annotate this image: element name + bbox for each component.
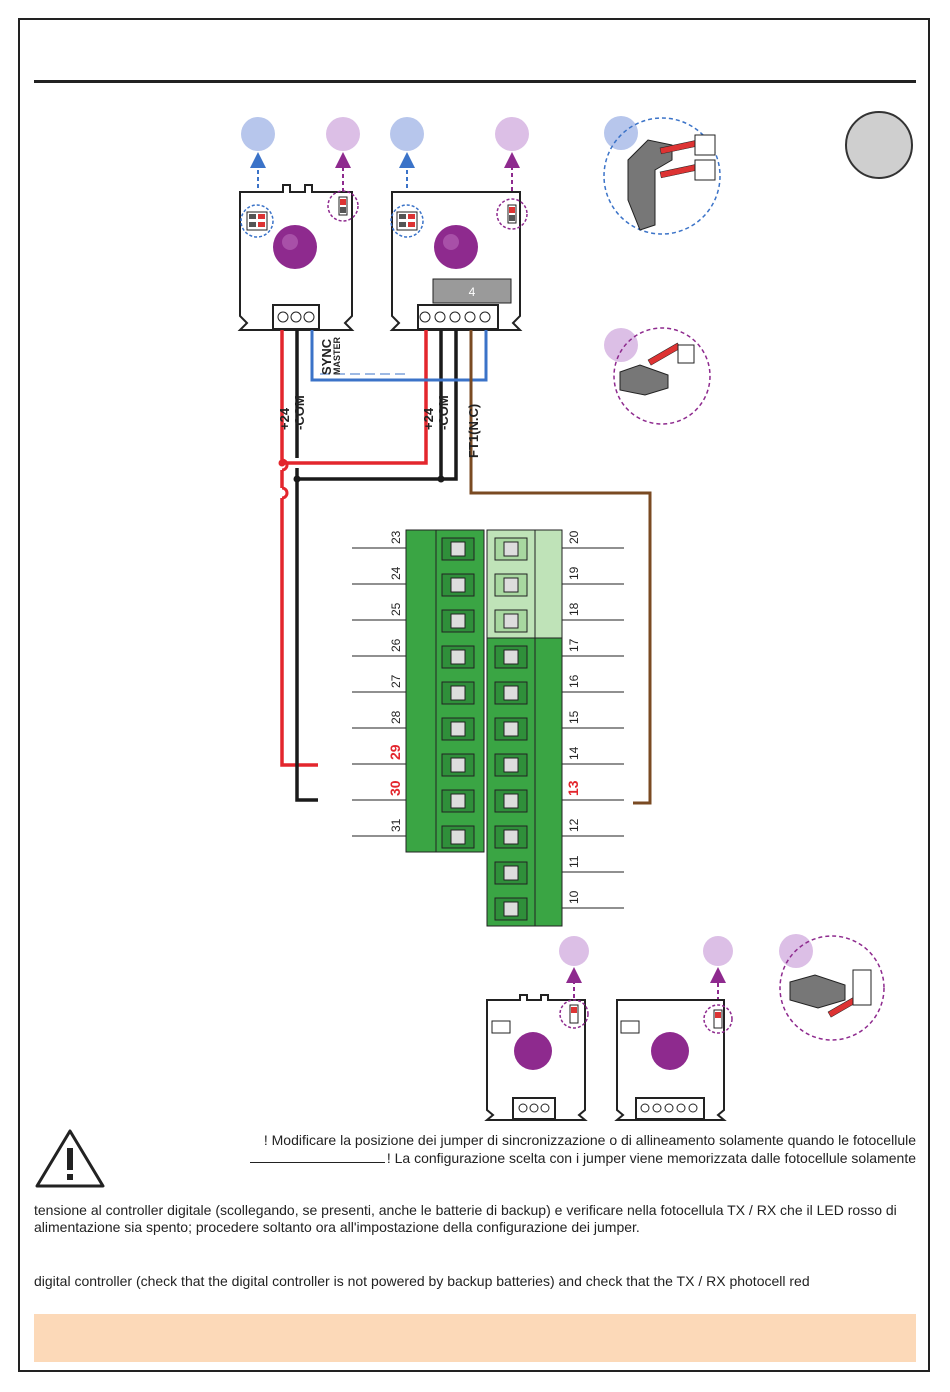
page-number-badge bbox=[845, 111, 913, 179]
terminal-screw-head bbox=[450, 721, 466, 737]
terminal-number: 12 bbox=[567, 818, 581, 832]
notice-line-2-text: ! La configurazione scelta con i jumper … bbox=[386, 1150, 916, 1166]
label-ft1: FT1(N.C) bbox=[466, 404, 481, 458]
terminal-screw-head bbox=[450, 793, 466, 809]
terminal-screw-head bbox=[450, 577, 466, 593]
align-indicator-dot bbox=[326, 117, 360, 151]
paragraph-english: digital controller (check that the digit… bbox=[34, 1273, 810, 1289]
terminal-screw-head bbox=[450, 829, 466, 845]
terminal-screw-head bbox=[503, 649, 519, 665]
warning-icon bbox=[35, 1129, 105, 1188]
terminal-number: 30 bbox=[387, 780, 403, 796]
label-sync: SYNC bbox=[319, 338, 334, 375]
label-master: MASTER bbox=[332, 337, 342, 376]
terminal-number: 24 bbox=[389, 566, 403, 580]
terminal-screw-head bbox=[503, 865, 519, 881]
terminal-screw-head bbox=[503, 829, 519, 845]
terminal-screw-head bbox=[503, 577, 519, 593]
terminal-number: 16 bbox=[567, 674, 581, 688]
terminal-number: 19 bbox=[567, 566, 581, 580]
terminal-screw-head bbox=[503, 721, 519, 737]
header-rule bbox=[34, 80, 916, 83]
terminal-screw-head bbox=[503, 757, 519, 773]
terminal-screw-head bbox=[450, 685, 466, 701]
terminal-block-left bbox=[405, 529, 485, 853]
terminal-screw-head bbox=[450, 613, 466, 629]
label-com-tx: -COM bbox=[292, 395, 307, 430]
page-frame bbox=[18, 18, 930, 1372]
terminal-number: 26 bbox=[389, 638, 403, 652]
photocell-tx bbox=[237, 184, 359, 331]
terminal-number: 15 bbox=[567, 710, 581, 724]
underline-blank bbox=[249, 1150, 385, 1163]
label-com-rx: -COM bbox=[436, 395, 451, 430]
terminal-number: 11 bbox=[567, 855, 581, 868]
terminal-number: 28 bbox=[389, 710, 403, 724]
terminal-screw-head bbox=[450, 541, 466, 557]
rx-mark: 4 bbox=[469, 285, 476, 299]
terminal-screw-head bbox=[503, 685, 519, 701]
terminal-number: 29 bbox=[387, 744, 403, 760]
photocell-rx-bottom bbox=[614, 999, 733, 1121]
terminal-block-right bbox=[486, 529, 563, 927]
terminal-screw-head bbox=[450, 649, 466, 665]
notice-line-2: ! La configurazione scelta con i jumper … bbox=[130, 1150, 916, 1167]
terminal-number: 18 bbox=[567, 602, 581, 616]
terminal-screw-head bbox=[503, 541, 519, 557]
sync-indicator-dot bbox=[390, 117, 424, 151]
terminal-number: 17 bbox=[567, 638, 581, 652]
jumper-blue-icon bbox=[603, 116, 721, 235]
photocell-rx: 4 bbox=[389, 191, 528, 331]
terminal-screw-head bbox=[503, 901, 519, 917]
align-indicator-dot bbox=[495, 117, 529, 151]
photocell-tx-bottom bbox=[484, 994, 589, 1121]
jumper-purple-icon bbox=[604, 327, 711, 425]
sync-indicator-dot bbox=[241, 117, 275, 151]
terminal-number: 27 bbox=[389, 674, 403, 688]
terminal-number: 13 bbox=[565, 780, 581, 796]
notice-line-1: ! Modificare la posizione dei jumper di … bbox=[263, 1132, 916, 1148]
terminal-number: 10 bbox=[567, 890, 581, 904]
paragraph-italian: tensione al controller digitale (scolleg… bbox=[34, 1202, 897, 1235]
terminal-screw-head bbox=[503, 613, 519, 629]
jumper-purple-icon bbox=[779, 934, 885, 1041]
terminal-number: 31 bbox=[389, 818, 403, 832]
terminal-screw-head bbox=[450, 757, 466, 773]
terminal-number: 23 bbox=[389, 530, 403, 544]
note-bar bbox=[34, 1314, 916, 1362]
label-plus24-tx: +24 bbox=[277, 407, 292, 430]
terminal-screw-head bbox=[503, 793, 519, 809]
terminal-number: 20 bbox=[567, 530, 581, 544]
label-plus24-rx: +24 bbox=[421, 407, 436, 430]
terminal-number: 14 bbox=[567, 746, 581, 760]
terminal-number: 25 bbox=[389, 602, 403, 616]
